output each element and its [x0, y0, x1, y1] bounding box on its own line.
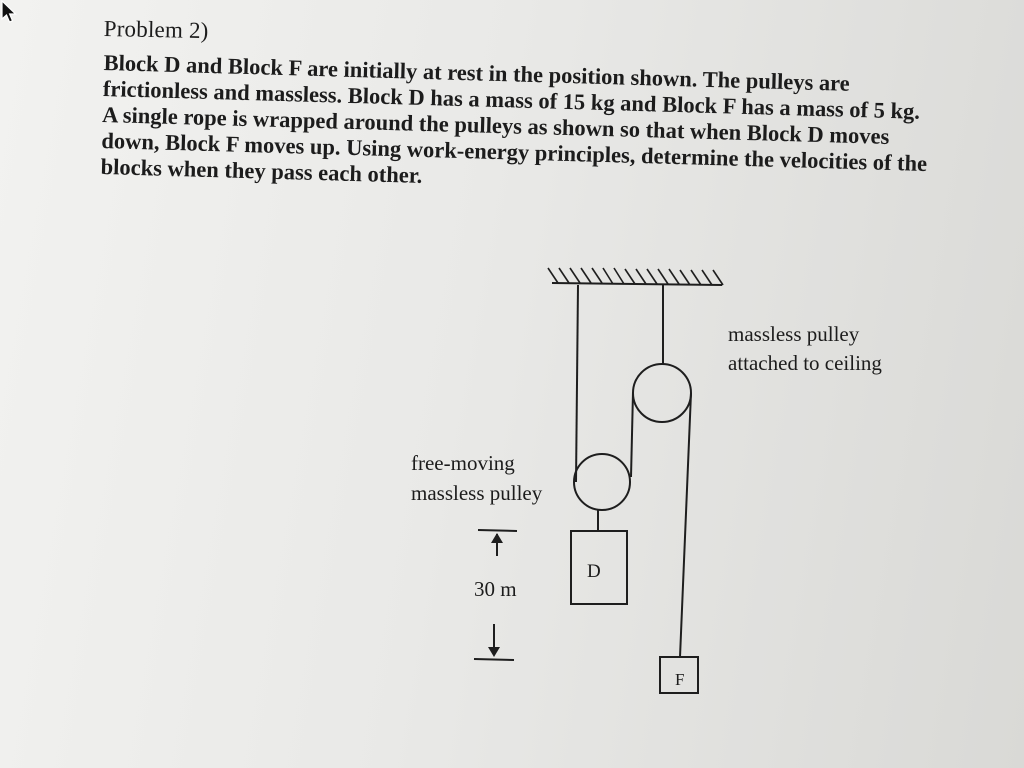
- dimension-top-arrowhead: [491, 533, 503, 543]
- rope-anchor-segment: [575, 284, 579, 483]
- mouse-cursor-icon: [1, 0, 17, 23]
- rope-crossing-segment: [630, 391, 634, 478]
- block-d: [570, 530, 628, 605]
- block-d-label: D: [587, 561, 601, 582]
- block-f-label: F: [675, 670, 685, 689]
- free-pulley-label: free-moving massless pulley: [411, 448, 542, 508]
- fixed-pulley-label-line: attached to ceiling: [728, 351, 882, 375]
- fixed-pulley: [632, 363, 692, 423]
- dimension-bottom-tick: [473, 658, 515, 661]
- fixed-pulley-label: massless pulley attached to ceiling: [728, 320, 882, 378]
- dimension-bottom-arrowhead: [488, 647, 500, 657]
- dimension-top-tick: [477, 529, 518, 532]
- free-pulley-label-line: free-moving: [411, 451, 515, 475]
- free-moving-pulley: [573, 453, 631, 511]
- ceiling-line: [551, 282, 723, 286]
- rope-to-block-f: [679, 392, 692, 658]
- separation-label: 30 m: [474, 577, 517, 601]
- fixed-pulley-label-line: massless pulley: [728, 322, 860, 346]
- free-pulley-label-line: massless pulley: [411, 481, 543, 505]
- block-f: [659, 656, 699, 694]
- ceiling-hatching: [547, 267, 724, 286]
